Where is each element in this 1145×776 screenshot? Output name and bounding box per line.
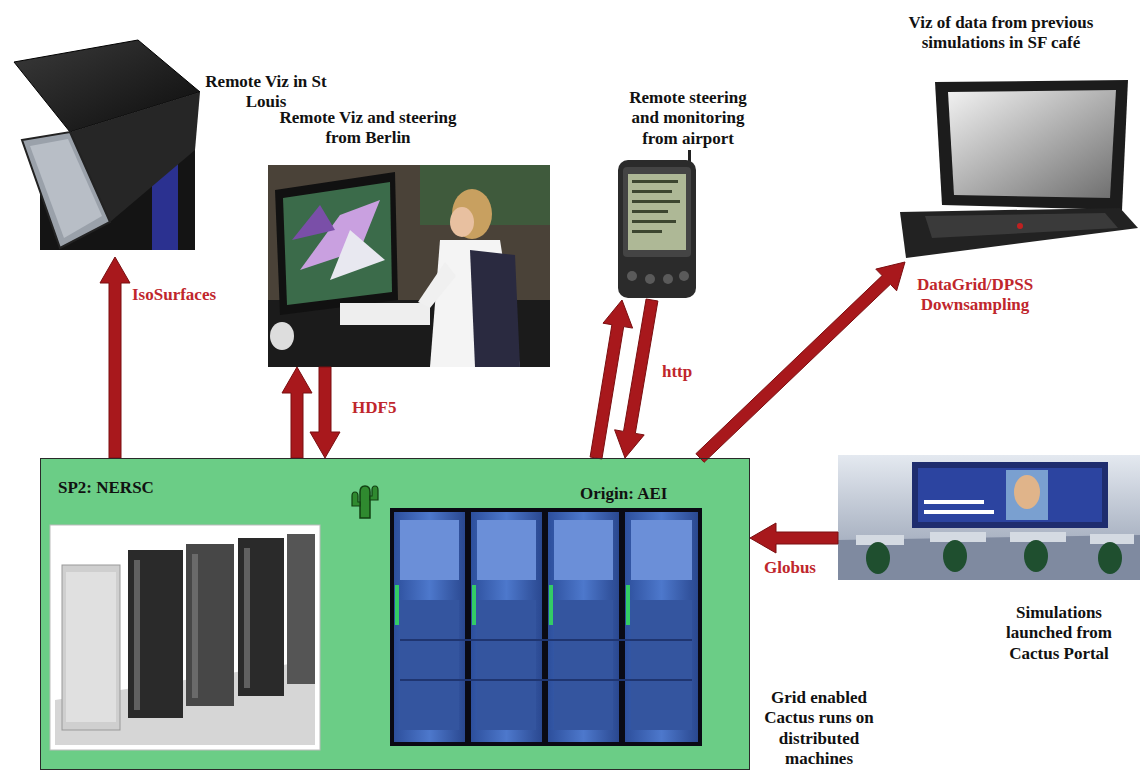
portal-room-illustration bbox=[838, 455, 1140, 580]
edge-label: IsoSurfaces bbox=[132, 285, 242, 305]
edge-label-anchor: Globus bbox=[764, 558, 834, 578]
block-arrow bbox=[282, 367, 312, 458]
edge-label: DataGrid/DPSS Downsampling bbox=[900, 275, 1050, 316]
grid-area-fill bbox=[40, 458, 750, 770]
block-arrow bbox=[615, 299, 658, 458]
pda-device: Remote steering and monitoring from airp… bbox=[612, 148, 704, 300]
node-label: Remote Viz and steering from Berlin bbox=[278, 108, 458, 149]
node-label: Simulations launched from Cactus Portal bbox=[996, 603, 1122, 664]
node-label: Viz of data from previous simulations in… bbox=[907, 13, 1095, 54]
laptop-device: Viz of data from previous simulations in… bbox=[895, 78, 1140, 262]
workstation-photo-illustration bbox=[268, 165, 550, 367]
node-label: Origin: AEI bbox=[580, 484, 702, 504]
workstation-photo: Remote Viz and steering from Berlin bbox=[268, 165, 550, 367]
pda-illustration bbox=[618, 150, 696, 298]
grid-machines-box: Grid enabled Cactus runs on distributed … bbox=[40, 458, 750, 770]
cactus-logo bbox=[352, 486, 378, 518]
edge-label-anchor: DataGrid/DPSS Downsampling bbox=[900, 275, 1050, 316]
edge-label-anchor: http bbox=[662, 362, 722, 382]
edge-label: Globus bbox=[764, 558, 834, 578]
block-arrow bbox=[100, 257, 130, 458]
edge-label-anchor: HDF5 bbox=[352, 398, 422, 418]
sp2-machine: SP2: NERSC bbox=[50, 470, 322, 752]
node-label: SP2: NERSC bbox=[58, 478, 178, 498]
immersadesk-station: Remote Viz in St Louis bbox=[10, 35, 205, 257]
origin-machine: Origin: AEI bbox=[385, 480, 707, 748]
block-arrow bbox=[310, 367, 340, 458]
origin-illustration bbox=[390, 508, 702, 746]
sp2-illustration bbox=[50, 525, 320, 750]
edge-label-anchor: IsoSurfaces bbox=[132, 285, 242, 305]
immersadesk-illustration bbox=[14, 40, 200, 250]
block-arrow bbox=[750, 523, 838, 553]
edge-label: HDF5 bbox=[352, 398, 422, 418]
laptop-illustration bbox=[900, 80, 1138, 258]
portal-room: Simulations launched from Cactus Portal bbox=[838, 455, 1140, 580]
edge-label: http bbox=[662, 362, 722, 382]
node-label: Grid enabled Cactus runs on distributed … bbox=[756, 688, 882, 770]
block-arrow bbox=[696, 262, 905, 462]
node-label: Remote Viz in St Louis bbox=[205, 72, 327, 113]
node-label: Remote steering and monitoring from airp… bbox=[620, 88, 756, 149]
